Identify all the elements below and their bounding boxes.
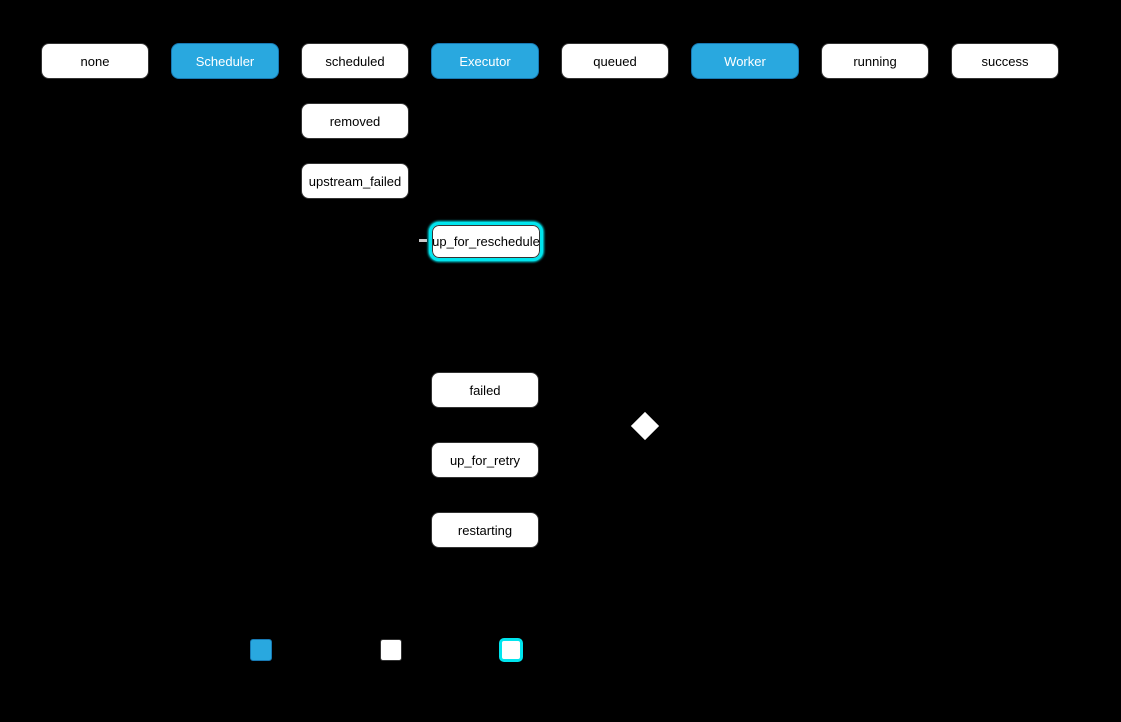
arrow-stub <box>419 239 427 242</box>
state-node-queued: queued <box>561 43 669 79</box>
state-node-success: success <box>951 43 1059 79</box>
component-node-worker: Worker <box>691 43 799 79</box>
state-node-none: none <box>41 43 149 79</box>
state-node-failed: failed <box>431 372 539 408</box>
state-node-running: running <box>821 43 929 79</box>
legend-swatch-component <box>250 639 272 661</box>
state-node-scheduled: scheduled <box>301 43 409 79</box>
state-node-restarting: restarting <box>431 512 539 548</box>
legend-swatch-state <box>380 639 402 661</box>
legend-swatch-highlighted-state <box>499 638 523 662</box>
component-node-executor: Executor <box>431 43 539 79</box>
component-node-scheduler: Scheduler <box>171 43 279 79</box>
state-node-upstream-failed: upstream_failed <box>301 163 409 199</box>
state-node-removed: removed <box>301 103 409 139</box>
state-node-up-for-retry: up_for_retry <box>431 442 539 478</box>
diamond-icon <box>630 411 660 441</box>
state-node-up-for-reschedule: up_for_reschedule <box>429 222 543 261</box>
